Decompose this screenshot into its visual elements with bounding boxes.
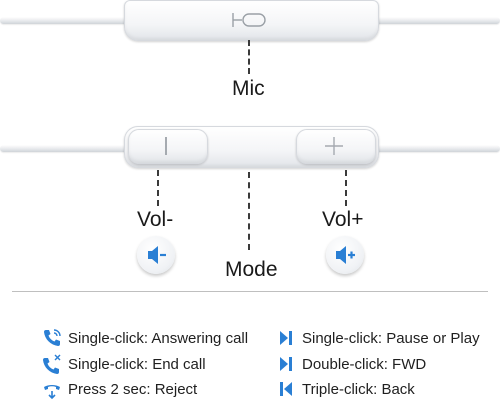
cable-left-bottom (0, 145, 130, 152)
legend-text: Single-click: End call (68, 355, 206, 373)
mic-icon (230, 9, 268, 31)
vol-plus-label: Vol+ (322, 208, 364, 231)
mic-label: Mic (232, 77, 265, 100)
volume-down-icon (137, 236, 175, 274)
phone-reject-icon (40, 377, 64, 401)
legend-text: Double-click: FWD (302, 355, 427, 373)
forward-icon (274, 352, 298, 376)
cable-left-top (0, 17, 135, 24)
mic-pointer-line (248, 40, 250, 74)
cable-right-bottom (372, 145, 500, 152)
legend-text: Triple-click: Back (302, 380, 415, 398)
vol-minus-button[interactable] (128, 129, 208, 164)
legend-item-back: Triple-click: Back (274, 377, 415, 401)
cable-right-top (370, 17, 500, 24)
phone-end-icon (40, 352, 64, 376)
legend-item-answer: Single-click: Answering call (40, 326, 248, 350)
legend-text: Single-click: Pause or Play (302, 329, 480, 347)
volume-up-icon (326, 236, 364, 274)
legend-text: Single-click: Answering call (68, 329, 249, 347)
phone-answer-icon (40, 326, 64, 350)
legend-item-end-call: Single-click: End call (40, 352, 206, 376)
minus-glyph (165, 137, 167, 155)
legend-divider (12, 291, 488, 292)
mode-pointer-line (248, 172, 250, 250)
legend-item-forward: Double-click: FWD (274, 352, 426, 376)
mode-label: Mode (225, 258, 278, 281)
legend-item-reject: Press 2 sec: Reject (40, 377, 197, 401)
vol-plus-pointer-line (345, 170, 347, 206)
play-pause-icon (274, 326, 298, 350)
legend-text: Press 2 sec: Reject (68, 380, 198, 398)
vol-minus-label: Vol- (137, 208, 174, 231)
back-icon (274, 377, 298, 401)
vol-minus-pointer-line (157, 170, 159, 206)
plus-glyph (323, 136, 345, 156)
legend-item-play-pause: Single-click: Pause or Play (274, 326, 480, 350)
mic-remote-body (124, 0, 379, 41)
